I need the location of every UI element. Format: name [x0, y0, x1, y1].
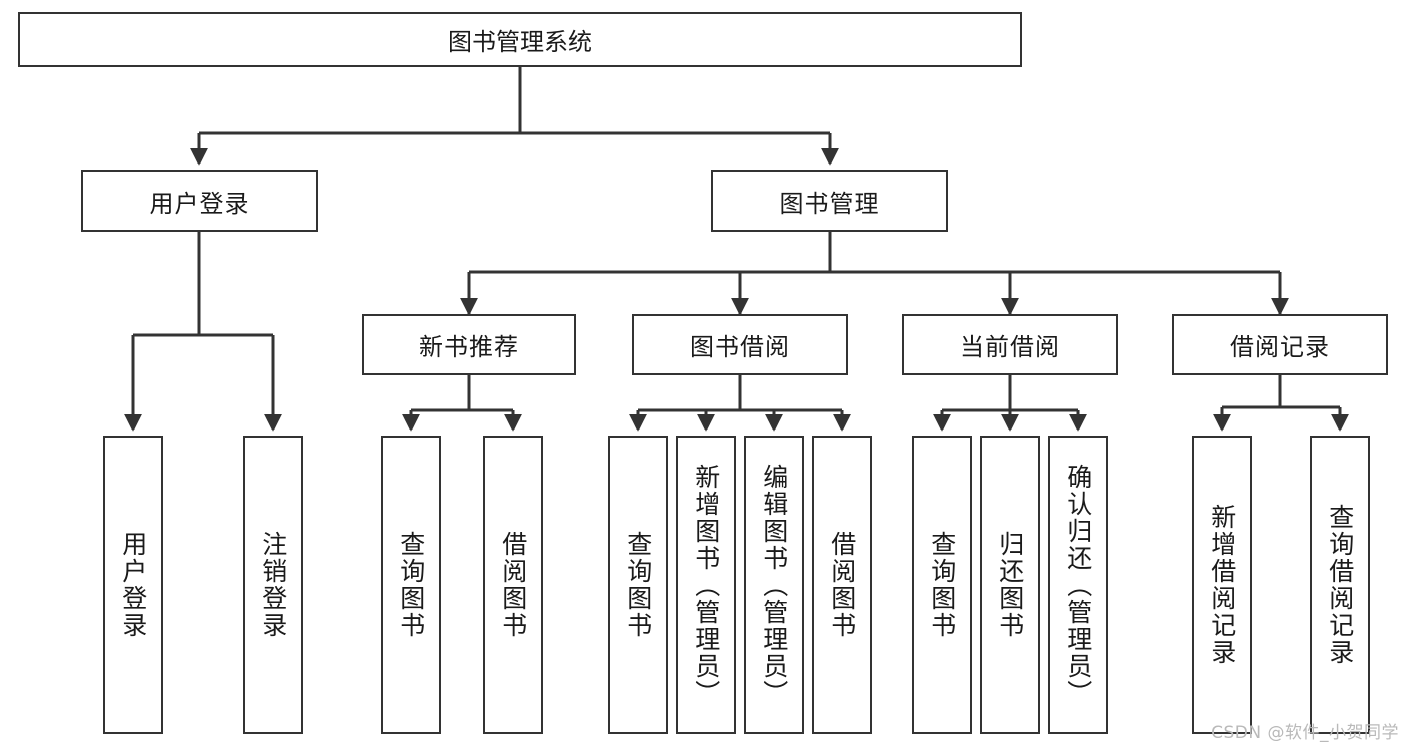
leaf-label: 新增借阅记录: [1207, 504, 1237, 666]
leaf-currentborrow-return-book[interactable]: 归还图书: [980, 436, 1040, 734]
leaf-currentborrow-confirm-return-admin[interactable]: 确认归还（管理员）: [1048, 436, 1108, 734]
node-new-book-recommend-label: 新书推荐: [419, 333, 519, 361]
node-current-borrow-label: 当前借阅: [960, 333, 1060, 361]
leaf-user-login-signin[interactable]: 用户登录: [103, 436, 163, 734]
node-user-login[interactable]: 用户登录: [81, 170, 318, 232]
node-borrow-record[interactable]: 借阅记录: [1172, 314, 1388, 375]
leaf-label: 查询图书: [396, 531, 426, 639]
leaf-label: 借阅图书: [827, 531, 857, 639]
node-root-label: 图书管理系统: [448, 28, 592, 56]
leaf-bookborrow-edit-book-admin[interactable]: 编辑图书（管理员）: [744, 436, 804, 734]
node-book-management-label: 图书管理: [779, 189, 880, 218]
leaf-label: 注销登录: [258, 531, 288, 639]
leaf-borrowrecord-query-record[interactable]: 查询借阅记录: [1310, 436, 1370, 734]
leaf-label: 编辑图书（管理员）: [759, 463, 789, 707]
leaf-label: 确认归还（管理员）: [1063, 463, 1093, 707]
node-root[interactable]: 图书管理系统: [18, 12, 1022, 67]
leaf-label: 借阅图书: [498, 531, 528, 639]
leaf-label: 新增图书（管理员）: [691, 463, 721, 707]
node-new-book-recommend[interactable]: 新书推荐: [362, 314, 576, 375]
node-book-borrow-label: 图书借阅: [690, 333, 790, 361]
leaf-newbook-query-book[interactable]: 查询图书: [381, 436, 441, 734]
leaf-label: 查询图书: [927, 531, 957, 639]
node-user-login-label: 用户登录: [149, 189, 250, 218]
leaf-bookborrow-add-book-admin[interactable]: 新增图书（管理员）: [676, 436, 736, 734]
leaf-label: 查询图书: [623, 531, 653, 639]
leaf-label: 查询借阅记录: [1325, 504, 1355, 666]
leaf-label: 用户登录: [118, 531, 148, 639]
leaf-currentborrow-query-book[interactable]: 查询图书: [912, 436, 972, 734]
node-borrow-record-label: 借阅记录: [1230, 333, 1330, 361]
leaf-bookborrow-query-book[interactable]: 查询图书: [608, 436, 668, 734]
node-current-borrow[interactable]: 当前借阅: [902, 314, 1118, 375]
node-book-management[interactable]: 图书管理: [711, 170, 948, 232]
leaf-newbook-borrow-book[interactable]: 借阅图书: [483, 436, 543, 734]
leaf-label: 归还图书: [995, 531, 1025, 639]
node-book-borrow[interactable]: 图书借阅: [632, 314, 848, 375]
leaf-user-login-signout[interactable]: 注销登录: [243, 436, 303, 734]
leaf-borrowrecord-add-record[interactable]: 新增借阅记录: [1192, 436, 1252, 734]
leaf-bookborrow-borrow-book[interactable]: 借阅图书: [812, 436, 872, 734]
